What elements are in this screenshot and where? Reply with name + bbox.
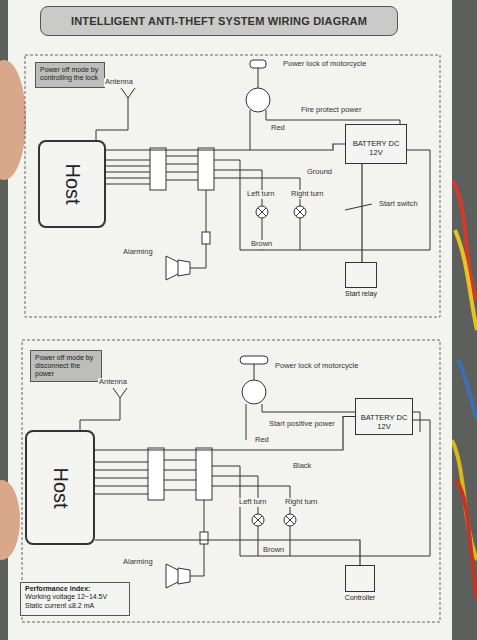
wire-label: Ground — [306, 168, 333, 177]
node-text: Start relay — [344, 290, 378, 297]
host-unit: Host — [25, 430, 95, 545]
wire-label: Alarming — [122, 558, 154, 567]
node-text: Power off mode by disconnect the power — [35, 354, 97, 378]
battery-box: BATTERY DC 12V — [345, 124, 407, 164]
host-unit: Host — [38, 140, 106, 228]
node-text: Host — [61, 163, 84, 204]
wire-label: Red — [270, 124, 286, 133]
node-text: Performance index: — [25, 585, 125, 593]
wire-label: Left turn — [246, 190, 276, 199]
spec-box: Performance index:Working voltage 12~14.… — [20, 582, 130, 616]
wire-label: Black — [292, 462, 312, 471]
mode-box: Power off mode by controlling the lock — [35, 62, 105, 88]
wire-label: Right turn — [290, 190, 325, 199]
wire-label: Right turn — [284, 498, 319, 507]
wire-label: Antenna — [98, 378, 128, 387]
mode-box: Power off mode by disconnect the power — [30, 350, 102, 382]
panel-borders — [22, 55, 440, 622]
node-text: Power off mode by controlling the lock — [40, 66, 100, 82]
wire-label: Alarming — [122, 248, 154, 257]
node-text: Host — [49, 467, 72, 508]
wire-label: Start switch — [378, 200, 419, 209]
background-wires — [452, 180, 477, 600]
node-text: Working voltage 12~14.5V Static current … — [25, 593, 125, 610]
wire-connector — [361, 164, 362, 262]
battery-box: BATTERY DC 12V — [355, 398, 413, 435]
wire-label: Brown — [250, 240, 273, 249]
node-text: BATTERY DC 12V — [360, 413, 408, 431]
paper-sheet — [8, 0, 452, 640]
wire-label: Left turn — [238, 498, 268, 507]
wire-label: Power lock of motorcycle — [274, 362, 359, 371]
wires — [80, 60, 430, 588]
wire-connector — [95, 417, 355, 451]
relay-box: Start relay — [345, 262, 377, 288]
wire-label: Antenna — [104, 78, 134, 87]
node-text: BATTERY DC 12V — [350, 139, 402, 157]
wire-label: Brown — [262, 546, 285, 555]
wire-label: Fire protect power — [300, 106, 362, 115]
wire-connector — [106, 144, 345, 150]
wire-label: Power lock of motorcycle — [282, 60, 367, 69]
wire-label: Start positive power — [268, 420, 336, 429]
controller-box: Controller — [345, 565, 375, 592]
wire-label: Red — [254, 436, 270, 445]
diagram-title: INTELLIGENT ANTI-THEFT SYSTEM WIRING DIA… — [40, 6, 398, 36]
node-text: Controller — [344, 594, 376, 601]
